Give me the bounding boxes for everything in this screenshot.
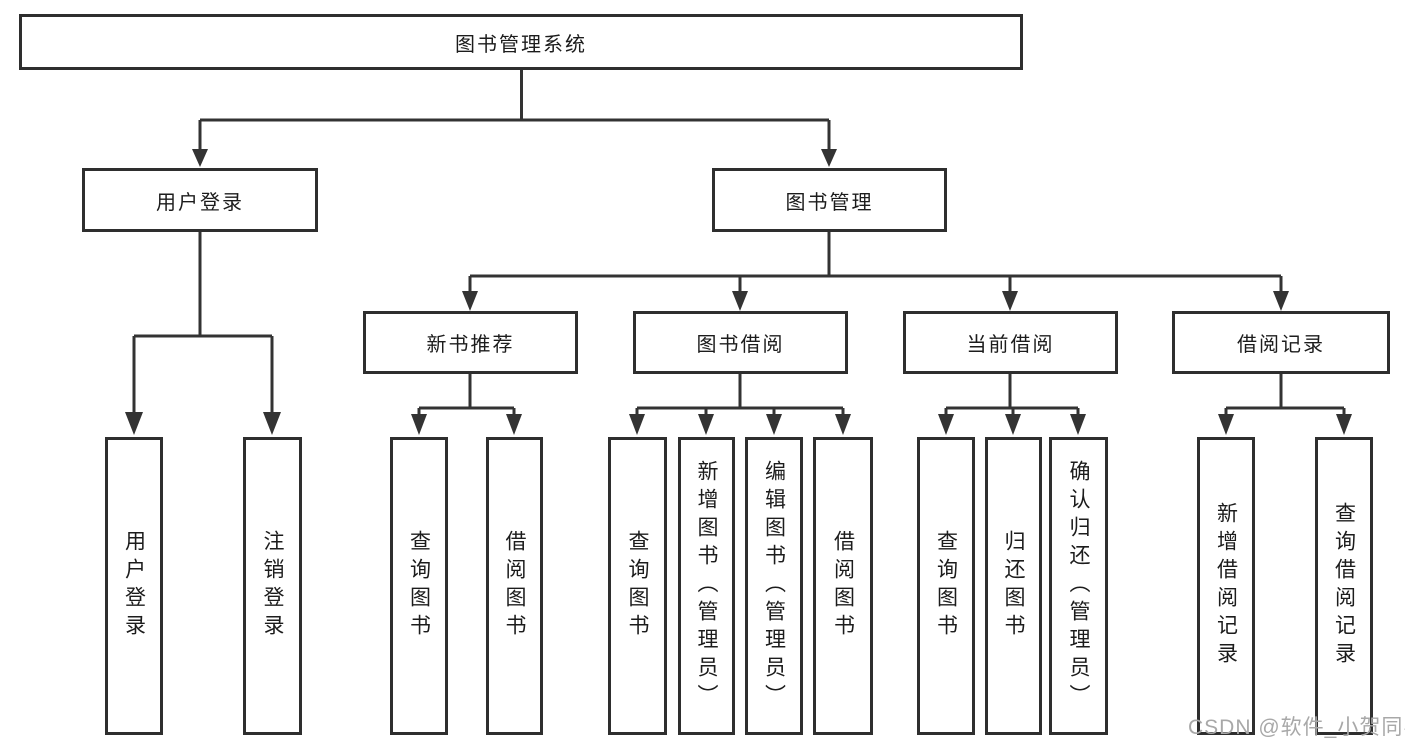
node-user-login-label: 用户登录 [156, 191, 244, 214]
leaf-user-login-label: 用户登录 [122, 530, 146, 642]
node-borrowing-records: 借阅记录 [1172, 311, 1390, 374]
leaf-query-books-current: 查询图书 [917, 437, 975, 735]
node-current-borrowing: 当前借阅 [903, 311, 1118, 374]
leaf-query-borrow-record: 查询借阅记录 [1315, 437, 1373, 735]
leaf-query-books-recommend: 查询图书 [390, 437, 448, 735]
leaf-borrow-books-recommend: 借阅图书 [486, 437, 543, 735]
leaf-return-books-label: 归还图书 [1002, 530, 1025, 642]
leaf-query-books-borrowing: 查询图书 [608, 437, 667, 735]
leaf-query-books-recommend-label: 查询图书 [407, 530, 431, 642]
node-root-label: 图书管理系统 [455, 33, 587, 56]
leaf-query-borrow-record-label: 查询借阅记录 [1332, 502, 1356, 670]
leaf-user-login: 用户登录 [105, 437, 163, 735]
leaf-query-books-current-label: 查询图书 [934, 530, 958, 642]
leaf-edit-books-admin: 编辑图书（管理员） [745, 437, 803, 735]
leaf-confirm-return-admin-label: 确认归还（管理员） [1067, 460, 1090, 712]
node-current-borrowing-label: 当前借阅 [966, 334, 1055, 356]
node-book-borrowing: 图书借阅 [633, 311, 848, 374]
leaf-return-books: 归还图书 [985, 437, 1042, 735]
leaf-add-borrow-record-label: 新增借阅记录 [1214, 502, 1238, 670]
csdn-watermark: CSDN @软件_小贺同学 [1188, 716, 1405, 739]
node-borrowing-records-label: 借阅记录 [1237, 334, 1325, 356]
leaf-borrow-books-borrowing: 借阅图书 [813, 437, 873, 735]
node-book-management: 图书管理 [712, 168, 947, 232]
node-new-book-recommend-label: 新书推荐 [426, 334, 515, 356]
node-user-login: 用户登录 [82, 168, 318, 232]
leaf-add-books-admin: 新增图书（管理员） [678, 437, 735, 735]
leaf-borrow-books-borrowing-label: 借阅图书 [831, 530, 855, 642]
leaf-logout: 注销登录 [243, 437, 302, 735]
leaf-edit-books-admin-label: 编辑图书（管理员） [762, 460, 786, 712]
node-book-management-label: 图书管理 [785, 191, 874, 214]
leaf-add-borrow-record: 新增借阅记录 [1197, 437, 1255, 735]
leaf-borrow-books-recommend-label: 借阅图书 [503, 530, 526, 642]
node-book-borrowing-label: 图书借阅 [696, 334, 785, 356]
leaf-add-books-admin-label: 新增图书（管理员） [695, 460, 718, 712]
leaf-query-books-borrowing-label: 查询图书 [626, 530, 649, 642]
node-new-book-recommend: 新书推荐 [363, 311, 578, 374]
node-root-system: 图书管理系统 [19, 14, 1023, 70]
leaf-confirm-return-admin: 确认归还（管理员） [1049, 437, 1108, 735]
leaf-logout-label: 注销登录 [261, 530, 284, 642]
